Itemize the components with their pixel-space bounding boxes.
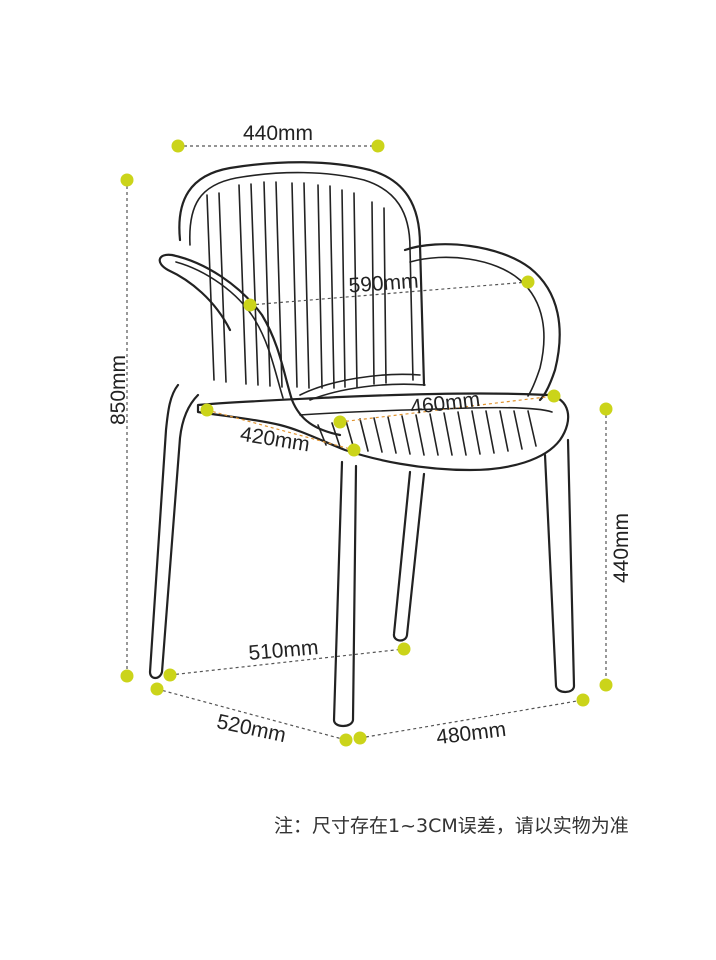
label-leg-span-side: 520mm [215,710,288,747]
label-leg-span-front: 480mm [435,718,507,749]
label-height-total: 850mm [107,355,130,425]
dimension-markers [120,139,613,747]
chair-illustration [148,161,576,728]
label-arm-width: 590mm [348,270,419,298]
label-seat-width: 420mm [239,423,312,457]
label-seat-height: 440mm [610,513,633,583]
label-width-top: 440mm [243,122,313,145]
label-leg-span-back: 510mm [248,636,320,665]
footnote-tolerance: 注：尺寸存在1~3CM误差，请以实物为准 [274,815,629,837]
label-seat-depth: 460mm [409,388,481,419]
dimension-lines [126,145,607,741]
